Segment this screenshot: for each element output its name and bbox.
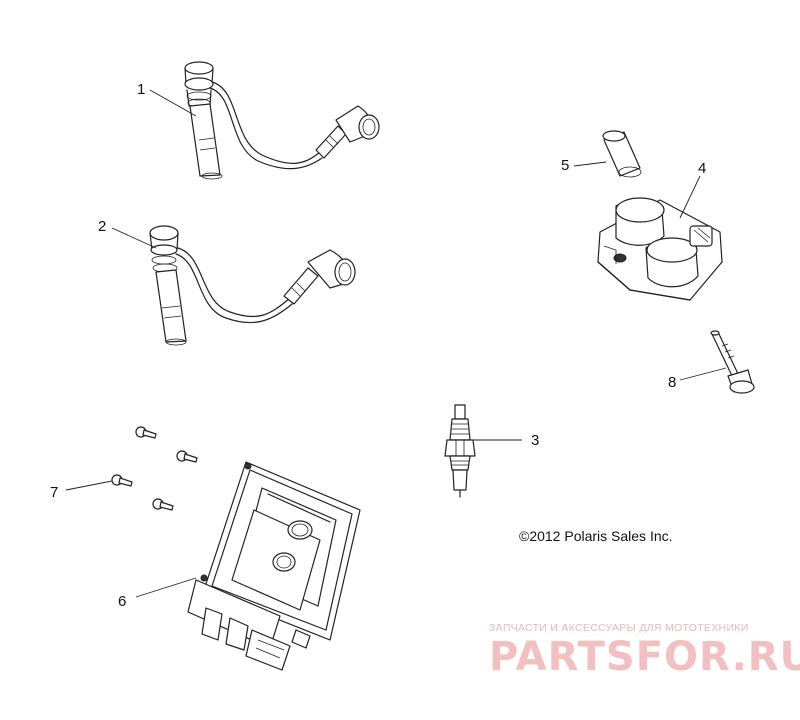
leader-line-7 [65,480,113,491]
callout-6: 6 [118,593,127,610]
part-8-bolt [710,330,755,394]
part-6-ecu-module [187,461,361,671]
part-4-ignition-coil [597,197,723,301]
callout-5: 5 [561,157,570,174]
copyright-text: ©2012 Polaris Sales Inc. [519,528,673,544]
screw [111,474,133,487]
leader-line-2 [111,227,157,249]
leader-line-6 [135,577,197,598]
part-1-spark-plug-wire [184,61,380,180]
callout-1: 1 [137,81,146,98]
leader-line-1 [149,89,197,117]
leader-line-8 [679,367,727,381]
watermark-tagline: ЗАПЧАСТИ И АКСЕССУАРЫ ДЛЯ МОТОТЕХНИКИ [489,622,749,634]
leader-line-5 [573,161,607,167]
callout-8: 8 [668,374,677,391]
leader-line-4 [679,175,701,219]
callout-2: 2 [98,218,107,235]
watermark-logo: PARTSFOR.RU [489,634,800,680]
part-7-screws [111,426,198,511]
callout-4: 4 [698,160,707,177]
leader-lines [65,89,727,598]
screw [176,450,198,463]
part-3-spark-plug [444,404,476,498]
callout-7: 7 [50,484,59,501]
screw [135,426,157,439]
part-2-spark-plug-wire [149,225,356,346]
part-5-sleeve [602,130,642,178]
callout-3: 3 [531,432,540,449]
screw [152,498,174,511]
